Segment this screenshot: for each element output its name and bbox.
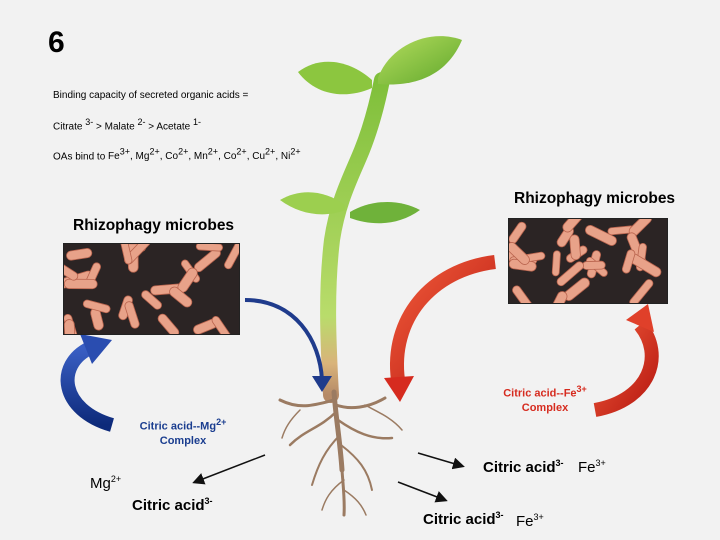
binding-capacity-order: Citrate 3- > Malate 2- > Acetate 1-: [53, 117, 202, 133]
arrow-to-mg-ion: [192, 454, 266, 485]
bacterium-rod: [512, 285, 534, 303]
bacterium-rod: [195, 244, 223, 252]
arrow-to-citric-right2: [397, 481, 448, 503]
right-microbes-photo: [508, 218, 668, 304]
citric-acid-right-label-2: Citric acid3-: [423, 510, 504, 528]
citric-mg-complex-label: Citric acid--Mg2+ Complex: [139, 417, 227, 447]
right-microbes-image: [509, 219, 667, 303]
citric-fe-complex-label: Citric acid--Fe3+ Complex: [503, 384, 587, 414]
bacterium-rod: [562, 219, 585, 233]
bacterium-rod: [66, 248, 93, 261]
ion-mg: Mg2+,: [135, 147, 166, 163]
fe-ion-label-2: Fe3+: [516, 512, 544, 530]
plant-stem: [320, 72, 390, 403]
blue-arrow-to-microbes: [60, 341, 115, 432]
bacterium-rod: [585, 224, 617, 246]
leaf-top-left: [298, 61, 372, 95]
blue-arrow-to-roots-head: [312, 376, 332, 392]
bacterium-rod: [64, 278, 98, 290]
bacterium-rod: [224, 244, 239, 270]
citric-acid-right-label-1: Citric acid3-: [483, 458, 564, 476]
left-microbes-image: [64, 244, 239, 334]
ion-ni: Ni2+: [280, 147, 301, 163]
bacterium-rod: [64, 319, 76, 334]
bacterium-rod: [124, 301, 140, 329]
bacterium-rod: [556, 261, 584, 287]
citric-acid-left-label: Citric acid3-: [132, 496, 213, 514]
red-arrow-to-microbes: [593, 320, 659, 417]
left-microbes-title: Rhizophagy microbes: [73, 217, 235, 234]
left-microbes-photo: [63, 243, 240, 335]
binding-capacity-heading: Binding capacity of secreted organic aci…: [53, 90, 249, 101]
ion-co: Co2+,: [165, 147, 194, 163]
red-arrow-to-roots-head: [384, 376, 414, 402]
bacterium-rod: [211, 315, 234, 334]
arrow-to-citric-right1: [417, 452, 465, 470]
bacterium-rod: [550, 291, 568, 303]
bacterium-rod: [141, 290, 162, 310]
ion-cu: Cu2+,: [252, 147, 281, 163]
right-microbes-title: Rhizophagy microbes: [514, 190, 676, 207]
red-arrow-to-microbes-head: [626, 304, 654, 332]
bacterium-rod: [64, 262, 79, 281]
ion-mn: Mn2+,: [193, 147, 224, 163]
red-arrow-to-roots: [390, 255, 497, 381]
bacterium-rod: [169, 286, 193, 308]
ion-fe: Fe3+,: [108, 147, 136, 163]
blue-arrow-to-microbes-head: [80, 334, 112, 364]
bacterium-rod: [119, 244, 133, 265]
ion-co: Co2+,: [223, 147, 253, 163]
bacterium-rod: [621, 249, 636, 274]
bacterium-rod: [82, 299, 111, 314]
bacterium-rod: [569, 234, 581, 261]
leaf-top-right: [378, 36, 462, 85]
bacterium-rod: [157, 313, 180, 334]
bacterium-rod: [551, 250, 561, 277]
bacterium-rod: [509, 242, 530, 265]
blue-arrow-to-roots: [244, 298, 324, 381]
slide-number: 6: [48, 26, 65, 59]
ion-list: Fe3+, Mg2+, Co2+, Mn2+, Co2+, Cu2+, Ni2+: [108, 147, 301, 163]
leaf-mid-right: [350, 201, 420, 224]
mg-ion-label: Mg2+: [90, 474, 122, 492]
oa-binding-ions: OAs bind to Fe3+, Mg2+, Co2+, Mn2+, Co2+…: [53, 147, 301, 163]
leaf-mid-left: [280, 192, 345, 215]
fe-ion-label-1: Fe3+: [578, 458, 606, 476]
plant-roots: [278, 389, 403, 517]
bacterium-rod: [582, 260, 606, 270]
bacterium-rod: [629, 279, 654, 303]
